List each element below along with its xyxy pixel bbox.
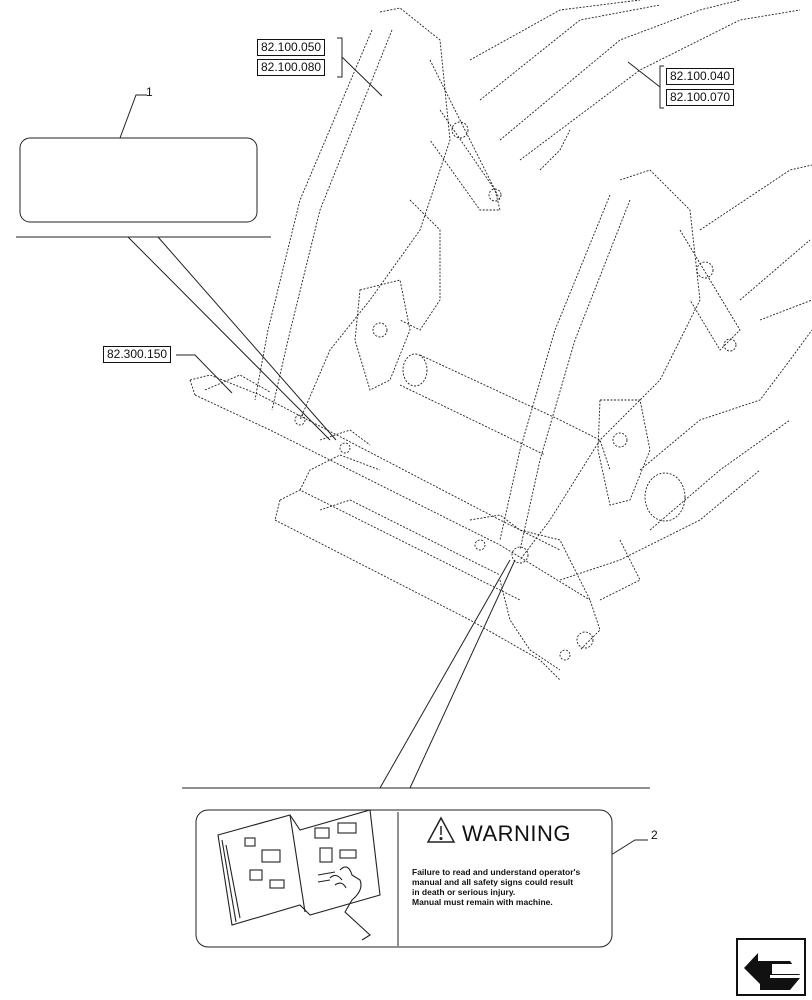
left-boom-arm xyxy=(299,7,451,421)
label-1-placeholder xyxy=(19,137,258,223)
reference-82-100-070[interactable]: 82.100.070 xyxy=(666,89,735,106)
warning-line: Failure to read and understand operator'… xyxy=(412,867,581,877)
right-boom-arm xyxy=(519,169,701,561)
reference-82-300-150[interactable]: 82.300.150 xyxy=(103,346,172,363)
callout-number-1: 1 xyxy=(146,85,153,99)
operator-manual-icon xyxy=(217,809,381,941)
warning-line: in death or serious injury. xyxy=(412,887,516,897)
warning-line: manual and all safety signs could result xyxy=(412,877,574,887)
warning-line: Manual must remain with machine. xyxy=(412,897,553,907)
back-arrow-icon[interactable] xyxy=(736,938,806,996)
reference-82-100-080[interactable]: 82.100.080 xyxy=(257,59,326,76)
callout-number-2: 2 xyxy=(651,828,658,842)
cross-tube xyxy=(399,354,561,456)
upper-rear-arms xyxy=(469,0,641,61)
warning-title: WARNING xyxy=(462,821,572,846)
attachment-crossbar xyxy=(189,374,561,551)
warning-decal xyxy=(195,809,613,948)
reference-82-100-040[interactable]: 82.100.040 xyxy=(666,68,735,85)
warning-triangle-icon xyxy=(426,816,456,843)
warning-message: Failure to read and understand operator'… xyxy=(412,867,592,907)
reference-82-100-050[interactable]: 82.100.050 xyxy=(257,39,326,56)
